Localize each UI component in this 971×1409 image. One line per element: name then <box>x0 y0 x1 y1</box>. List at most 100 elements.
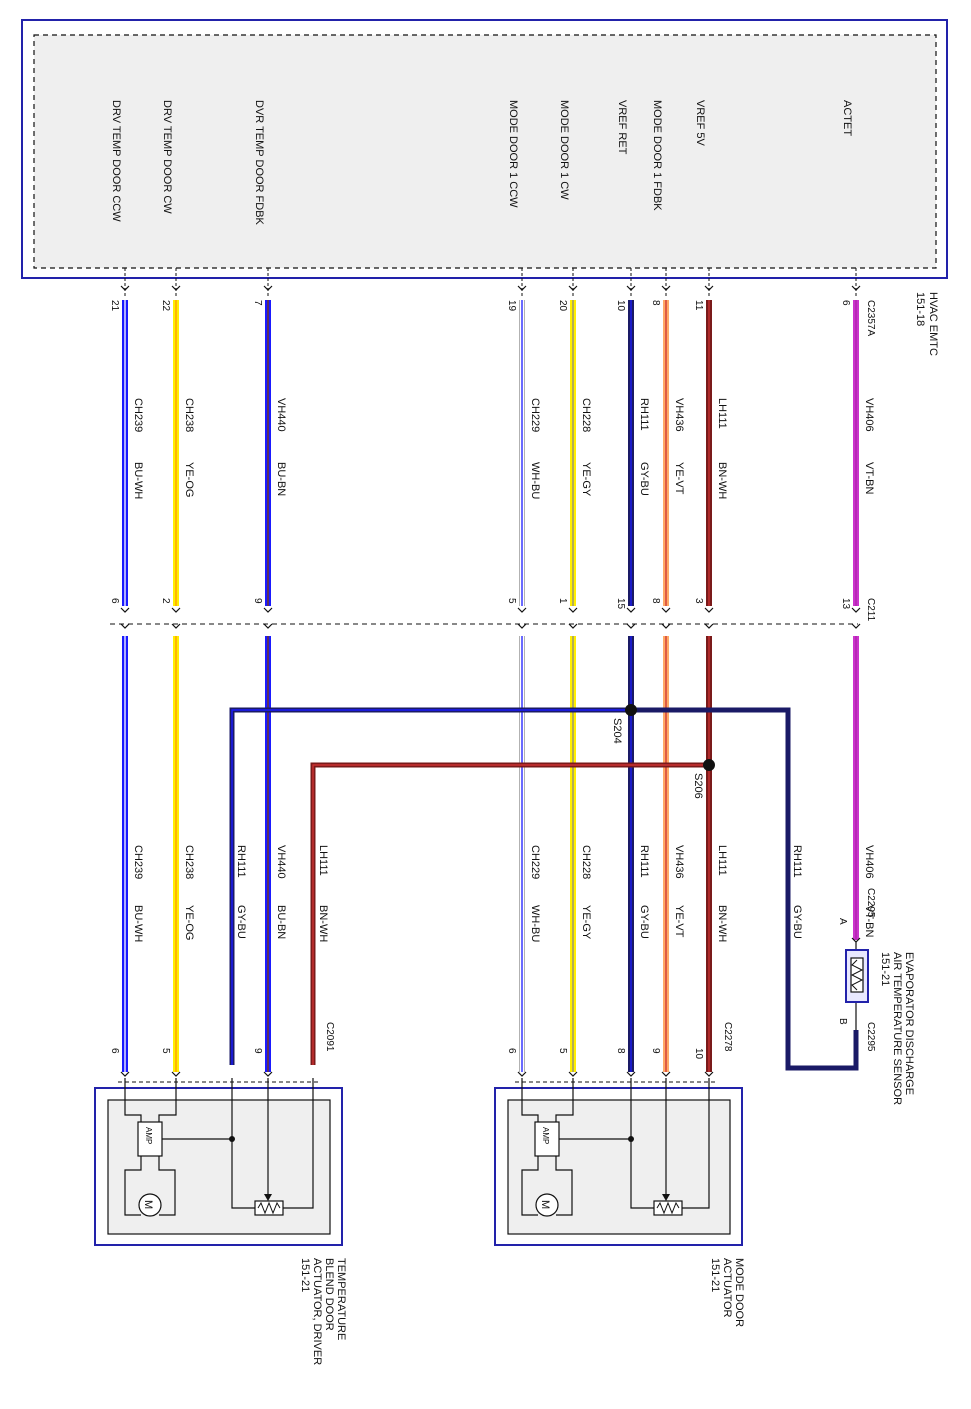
blend-motor-label: M <box>142 1200 154 1209</box>
evap-sensor: A B C2295 C2295 EVAPORATOR DISCHARGE AIR… <box>837 888 915 1105</box>
wire-circuit-upper: RH111 <box>638 398 650 431</box>
actuator-pin-number: 5 <box>160 1048 171 1054</box>
wire-ch238 <box>171 268 181 1077</box>
module-signal-label: VREF 5V <box>694 100 706 147</box>
inline-pin-number: 8 <box>650 598 661 604</box>
actuator-pin-number: 5 <box>557 1048 568 1054</box>
module-pin-number: 8 <box>650 300 661 306</box>
wire-lh111 <box>704 268 714 1077</box>
inline-pin-number: 9 <box>252 598 263 604</box>
mode-door-actuator: AMP M MODE DOOR ACTUATOR 151-21 <box>494 1078 745 1327</box>
wire-color-upper: YE-OG <box>183 462 195 497</box>
wire-color-upper: GY-BU <box>638 462 650 496</box>
connector-chevron-icon <box>661 607 671 613</box>
mode-amp-box <box>534 1121 560 1157</box>
wire-circuit-upper: CH229 <box>529 398 541 432</box>
c2278-label: C2278 <box>722 1022 733 1052</box>
inline-connector-label: C211 <box>865 598 876 622</box>
wire-circuit-lower: CH228 <box>580 845 592 879</box>
wire-circuit-upper: VH436 <box>673 398 685 432</box>
wire-vh406 <box>851 268 861 943</box>
module-signal-labels: DRV TEMP DOOR CCW DRV TEMP DOOR CW DVR TEM… <box>110 100 853 226</box>
connector-chevron-icon <box>120 1071 130 1077</box>
wire-circuit-upper: VH440 <box>275 398 287 432</box>
module-pin-number: 6 <box>840 300 851 306</box>
mode-title-1: MODE DOOR <box>733 1258 745 1327</box>
actuator-pin-number: 9 <box>650 1048 661 1054</box>
splice-s206-branch: S206 <box>310 759 715 1065</box>
blend-title-4: 151-21 <box>299 1258 311 1292</box>
module-signal-label: DVR TEMP DOOR FDBK <box>253 100 265 226</box>
connector-chevron-icon <box>568 607 578 613</box>
module-connector-label: C2357A <box>865 300 876 336</box>
module-signal-label: VREF RET <box>616 100 628 155</box>
thermistor-zigzag-icon <box>850 959 864 991</box>
inline-pin-number: 2 <box>160 598 171 604</box>
module-signal-label: MODE DOOR 1 CW <box>558 100 570 200</box>
hvac-module-title: HVAC EMTC <box>927 292 939 356</box>
mode-actuator-frame <box>494 1087 743 1246</box>
actuator-pin-number: 6 <box>109 1048 120 1054</box>
wire-color-lower: BU-BN <box>275 905 287 939</box>
evap-title-3: 151-21 <box>879 952 891 986</box>
wire-ch228 <box>568 268 578 1077</box>
wire-vh440 <box>263 268 273 1077</box>
branch-lh111-color: BN-WH <box>317 905 329 942</box>
connector-chevron-icon <box>120 623 130 629</box>
wire-color-lower: GY-BU <box>638 905 650 939</box>
splice-s206-label: S206 <box>692 773 704 799</box>
module-pin-number: 19 <box>506 300 517 312</box>
wire-ch239 <box>120 268 130 1077</box>
connector-chevron-icon <box>263 1071 273 1077</box>
module-pin-number: 22 <box>160 300 171 312</box>
mode-title-3: 151-21 <box>709 1258 721 1292</box>
connector-chevron-icon <box>851 623 861 629</box>
module-signal-label: MODE DOOR 1 FDBK <box>651 100 663 211</box>
mode-amp-label: AMP <box>541 1127 550 1144</box>
blend-actuator-frame <box>94 1087 343 1246</box>
wire-circuit-upper: CH238 <box>183 398 195 432</box>
evap-pin-b: B <box>837 1018 848 1025</box>
wire-color-lower: BN-WH <box>716 905 728 942</box>
wire-color-upper: YE-VT <box>673 462 685 495</box>
wire-rh111 <box>626 268 636 1077</box>
connector-chevron-icon <box>704 607 714 613</box>
branch-rh111-right-color: GY-BU <box>791 905 803 939</box>
module-pin-number: 20 <box>557 300 568 312</box>
connector-chevron-icon <box>263 623 273 629</box>
mode-motor-icon <box>535 1193 559 1217</box>
wire-color-upper: BN-WH <box>716 462 728 499</box>
inline-pin-number: 3 <box>693 598 704 604</box>
wire-color-upper: BU-BN <box>275 462 287 496</box>
connector-chevron-icon <box>661 623 671 629</box>
evap-connector-top: C2295 <box>865 888 876 918</box>
connector-chevron-icon <box>171 623 181 629</box>
wire-color-lower: YE-VT <box>673 905 685 938</box>
blend-amp-box <box>137 1121 163 1157</box>
inline-pin-number: 13 <box>840 598 851 610</box>
wire-circuit-lower: VH436 <box>673 845 685 879</box>
connector-chevron-icon <box>263 607 273 613</box>
module-signal-label: DRV TEMP DOOR CW <box>161 100 173 214</box>
branch-rh111-circuit: RH111 <box>235 845 247 878</box>
connector-chevron-icon <box>626 1071 636 1077</box>
c2091-label: C2091 <box>324 1022 335 1052</box>
wire-circuit-lower: RH111 <box>638 845 650 878</box>
blend-title-2: BLEND DOOR <box>323 1258 335 1331</box>
connector-chevron-icon <box>568 623 578 629</box>
module-signal-label: DRV TEMP DOOR CCW <box>110 100 122 222</box>
actuator-pin-number: 10 <box>693 1048 704 1060</box>
wire-color-lower: YE-GY <box>580 905 592 940</box>
wire-circuit-upper: LH111 <box>716 398 728 429</box>
inline-pin-number: 5 <box>506 598 517 604</box>
wire-circuit-lower: LH111 <box>716 845 728 876</box>
module-pin-number: 7 <box>252 300 263 306</box>
module-signal-label: ACTET <box>841 100 853 136</box>
wire-color-upper: BU-WH <box>132 462 144 499</box>
hvac-module-frame <box>21 19 948 279</box>
hvac-module-number: 151-18 <box>914 292 926 326</box>
connector-chevron-icon <box>517 623 527 629</box>
wire-ch229 <box>517 268 527 1077</box>
blend-motor-icon <box>138 1193 162 1217</box>
